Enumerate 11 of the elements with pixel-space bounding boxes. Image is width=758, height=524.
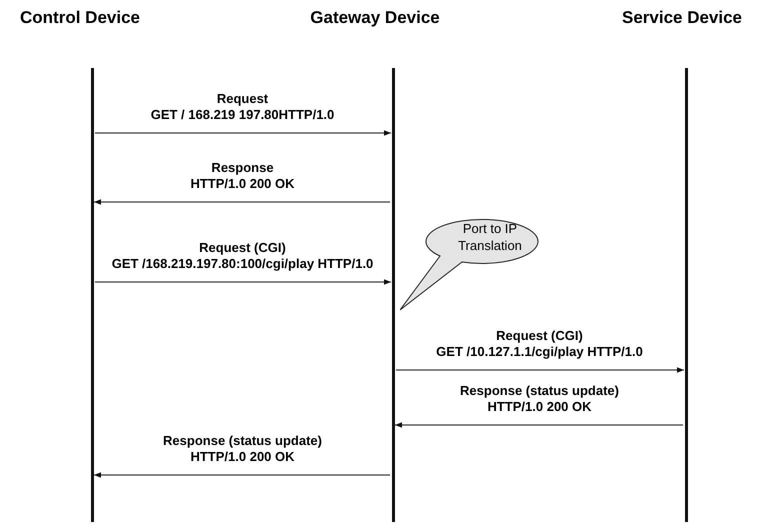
lifeline-header: Gateway Device	[310, 8, 440, 28]
arrow	[394, 422, 684, 428]
arrow	[94, 472, 390, 478]
lifeline-header: Control Device	[20, 8, 140, 28]
edge-label: Request (CGI) GET /168.219.197.80:100/cgi/play HTTP/1.0	[112, 240, 374, 272]
edge-label: Request (CGI) GET /10.127.1.1/cgi/play HTTP/1.0	[436, 328, 643, 360]
arrow	[94, 279, 392, 285]
arrow	[396, 367, 684, 373]
arrow	[94, 130, 392, 136]
lifeline-header: Service Device	[622, 8, 742, 28]
arrow	[94, 199, 390, 205]
